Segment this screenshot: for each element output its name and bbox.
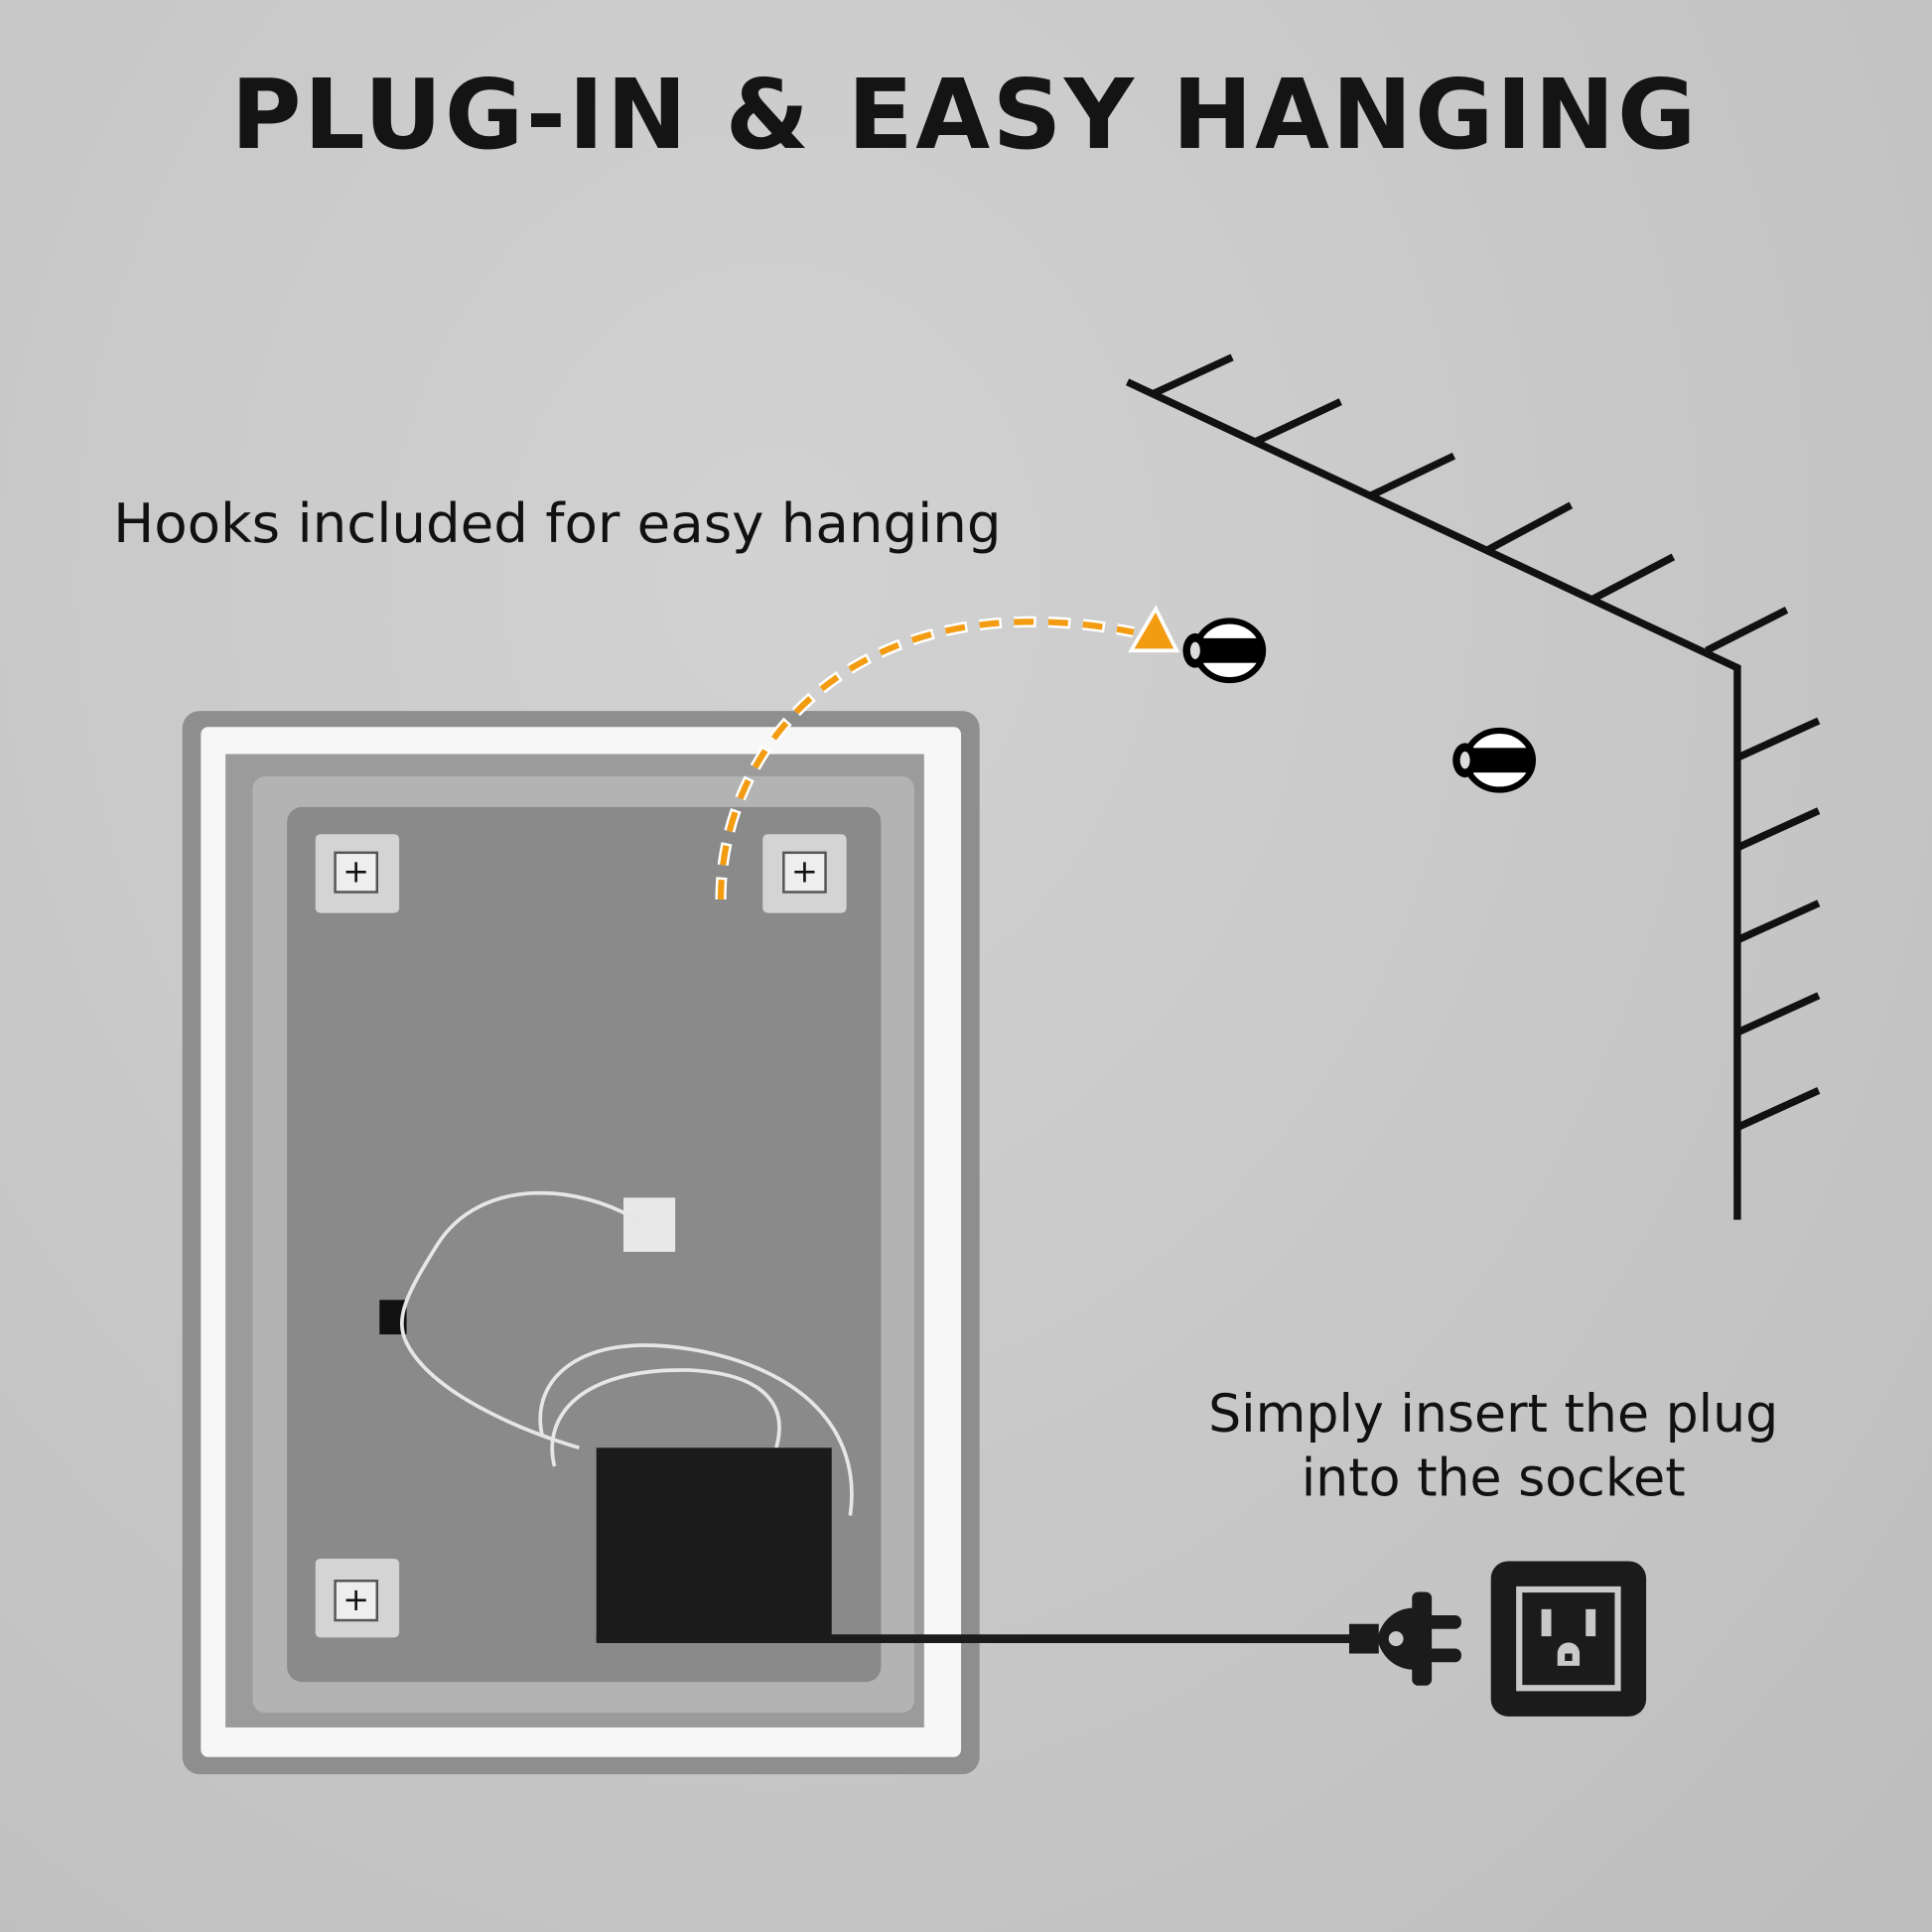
- plug-icon: [1348, 1591, 1461, 1686]
- cord-clip: [622, 1197, 676, 1252]
- plug-caption-line-1: Simply insert the plug: [1208, 1385, 1778, 1445]
- page-title: PLUG-IN & EASY HANGING: [231, 59, 1699, 171]
- svg-text:+: +: [343, 1581, 369, 1618]
- power-cord: [399, 1190, 854, 1516]
- driver-box: [596, 1448, 832, 1642]
- mounting-bracket: +: [315, 834, 400, 913]
- wall-hook-icon: [1182, 618, 1267, 684]
- mounting-bracket: +: [315, 1558, 400, 1638]
- socket-icon: [1490, 1561, 1647, 1717]
- hooks-caption: Hooks included for easy hanging: [113, 491, 1001, 555]
- wall-section-icon: [1126, 353, 1821, 1220]
- svg-text:+: +: [343, 853, 369, 891]
- dashed-arrow-icon: [717, 619, 1135, 899]
- svg-text:+: +: [791, 853, 818, 891]
- mounting-bracket: +: [762, 834, 847, 913]
- arrow-head-icon: [1128, 605, 1180, 653]
- mirror-back-illustration: + + +: [182, 711, 980, 1775]
- plug-caption-line-2: into the socket: [1302, 1449, 1686, 1509]
- wall-hook-icon: [1452, 727, 1536, 793]
